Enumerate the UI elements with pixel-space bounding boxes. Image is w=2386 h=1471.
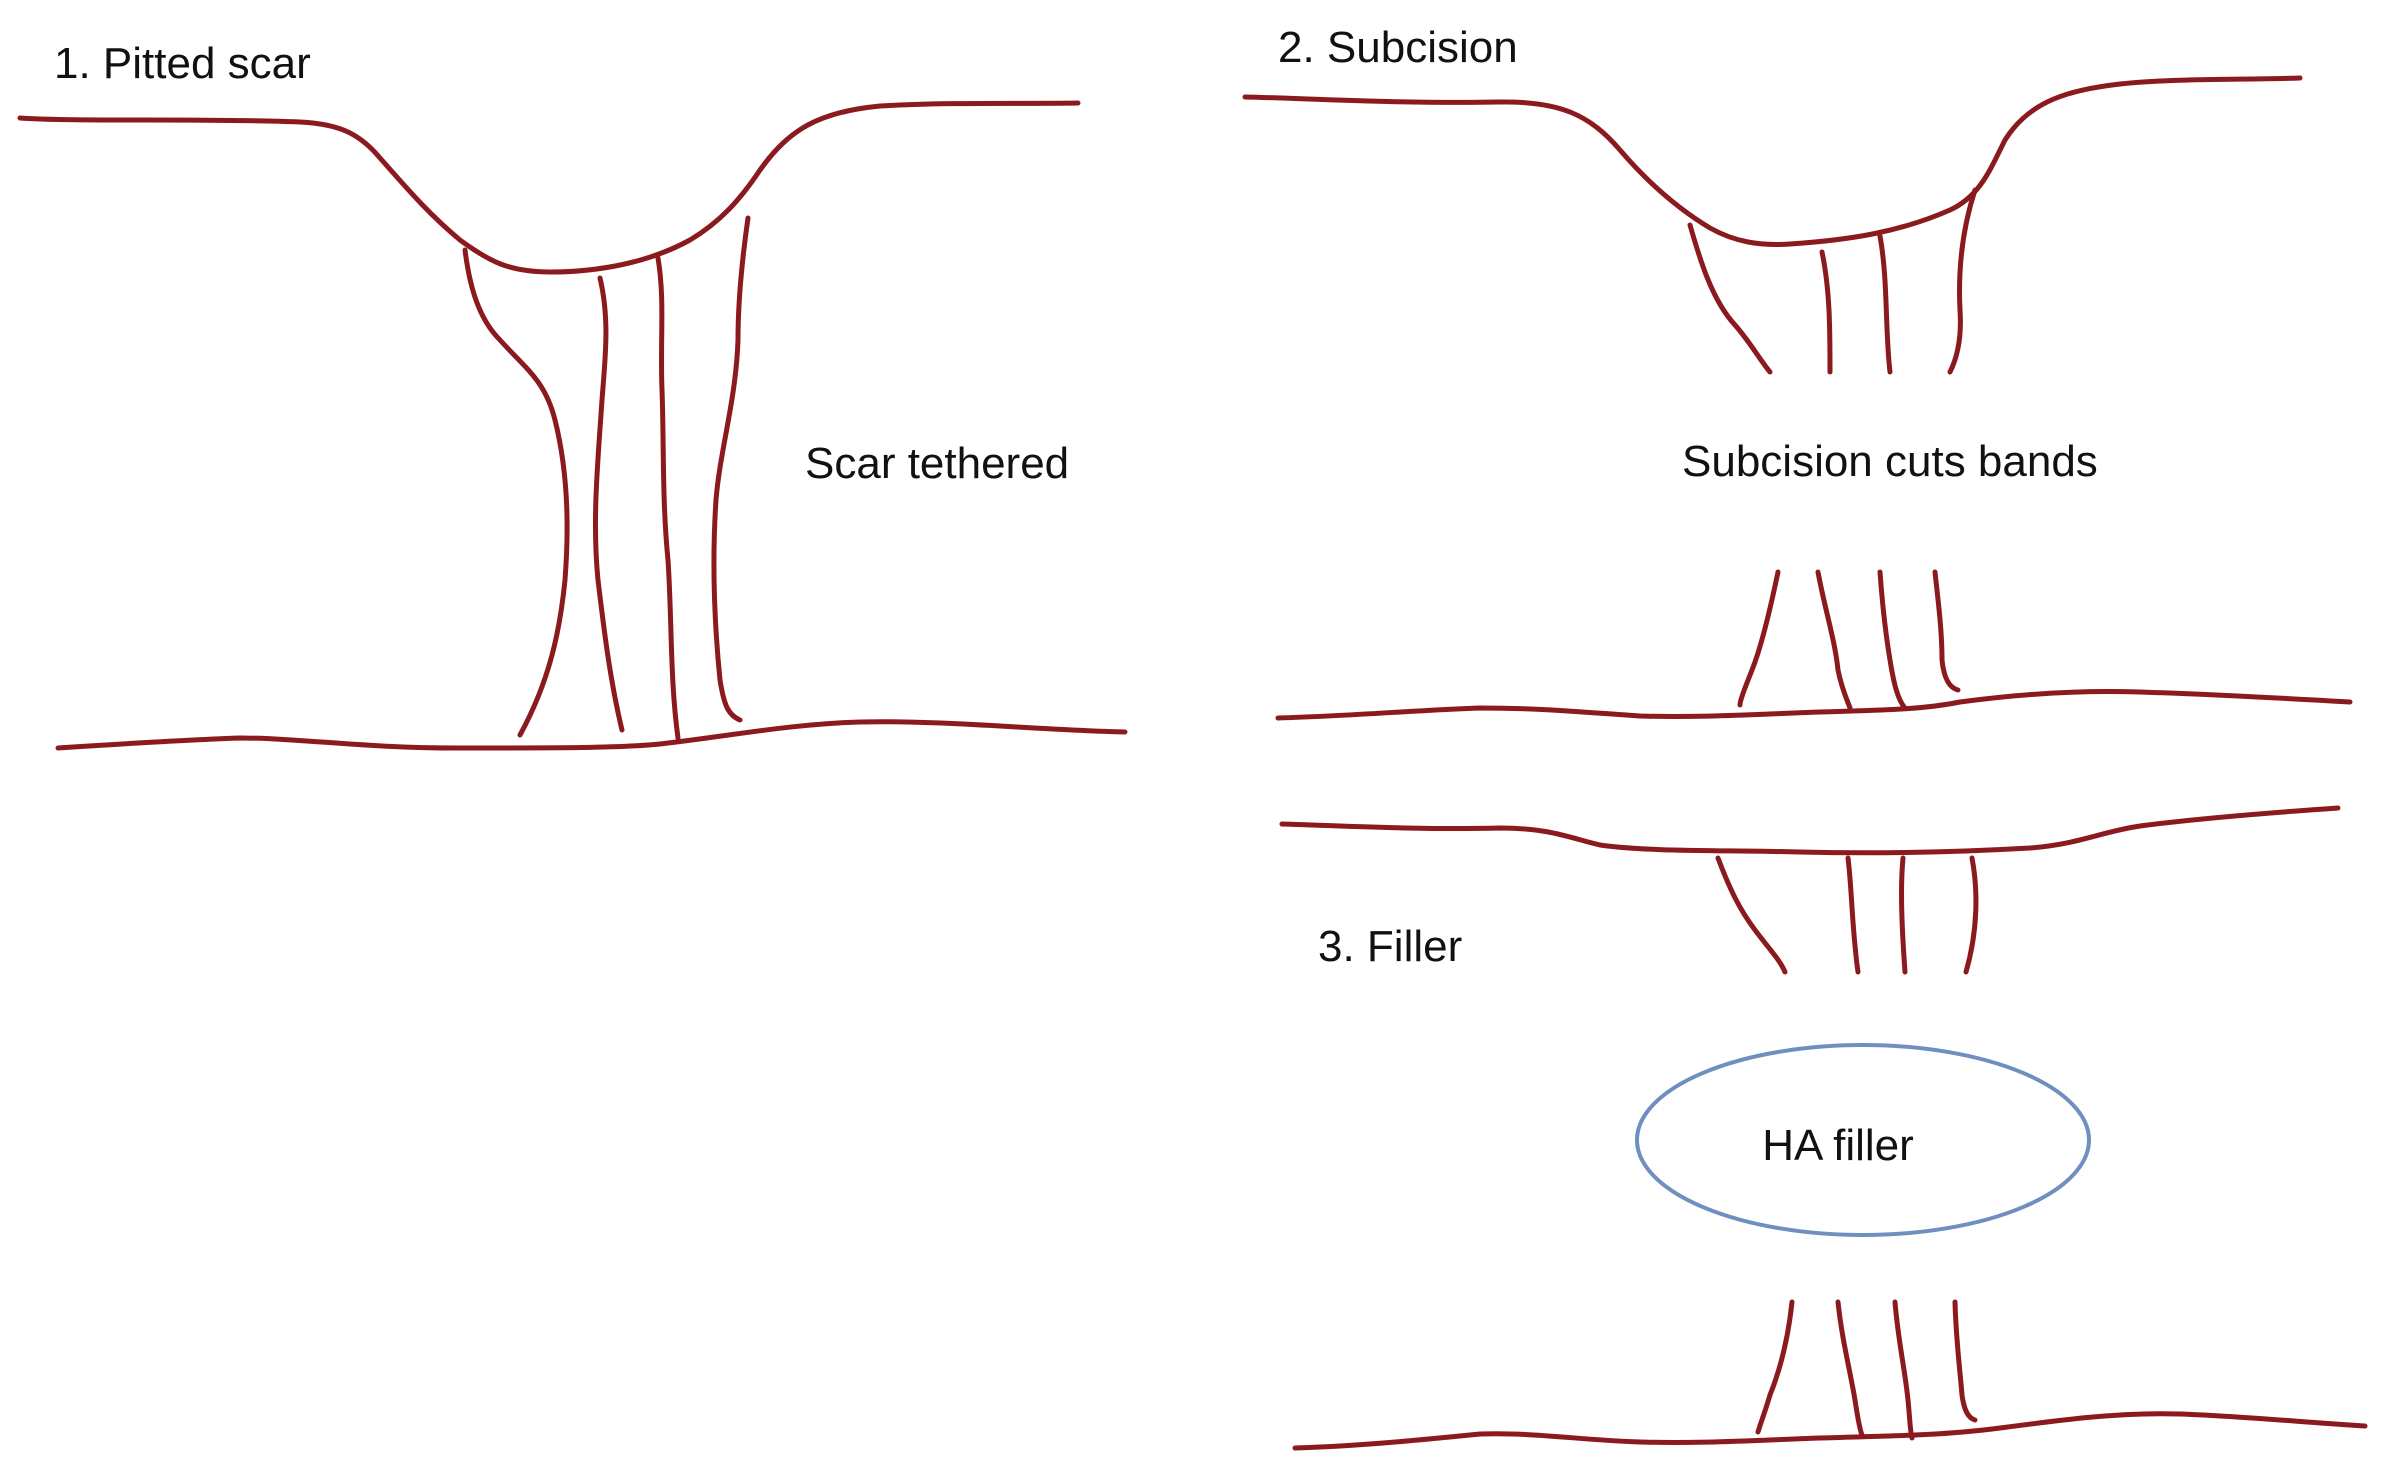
panel-3-upper-band-4 — [1963, 855, 1979, 975]
panel-2-upper-band-4 — [1947, 187, 1978, 375]
panel-1-annotation: Scar tethered — [805, 439, 1070, 488]
panel-3-upper-band-2 — [1845, 855, 1861, 975]
panel-2-lower-band-2 — [1815, 569, 1853, 711]
panel-1-tether-band-2 — [592, 275, 625, 733]
panel-2-title: 2. Subcision — [1278, 23, 1518, 72]
panel-1-tether-band-1 — [462, 247, 570, 738]
panel-3-dermis-base — [1292, 1411, 2368, 1451]
panel-3-lower-band-3 — [1892, 1299, 1915, 1441]
ha-filler-label: HA filler — [1762, 1121, 1914, 1170]
panel-1-tether-band-4 — [711, 215, 751, 723]
panel-2-lower-band-4 — [1932, 569, 1961, 693]
panel-1-dermis-base — [55, 719, 1128, 751]
panel-3-lower-band-4 — [1952, 1299, 1978, 1423]
panel-3-filler-drawing — [1279, 805, 2368, 1451]
panel-2-upper-band-2 — [1819, 249, 1833, 375]
panel-1-skin-surface — [17, 100, 1081, 275]
panel-3-title: 3. Filler — [1318, 922, 1463, 971]
panel-3-upper-band-1 — [1715, 855, 1788, 975]
ha-filler-ellipse — [1635, 1043, 2091, 1237]
panel-2-lower-band-1 — [1737, 569, 1781, 708]
panel-2-upper-band-3 — [1877, 233, 1893, 375]
panel-3-skin-surface — [1279, 805, 2341, 856]
panel-1-tether-band-3 — [655, 255, 681, 741]
panel-2-subcision-drawing — [1242, 75, 2353, 721]
panel-2-upper-band-1 — [1687, 222, 1773, 375]
panel-2-lower-band-3 — [1877, 569, 1908, 711]
panel-1-title: 1. Pitted scar — [54, 39, 311, 88]
panel-3-upper-band-3 — [1899, 855, 1908, 975]
panel-1-pitted-scar-drawing — [17, 100, 1128, 751]
panel-3-lower-band-1 — [1755, 1299, 1795, 1435]
panel-3-lower-band-2 — [1835, 1299, 1865, 1438]
panel-2-skin-surface — [1242, 75, 2303, 247]
panel-2-annotation: Subcision cuts bands — [1682, 437, 2098, 486]
panel-2-dermis-base — [1275, 689, 2353, 721]
